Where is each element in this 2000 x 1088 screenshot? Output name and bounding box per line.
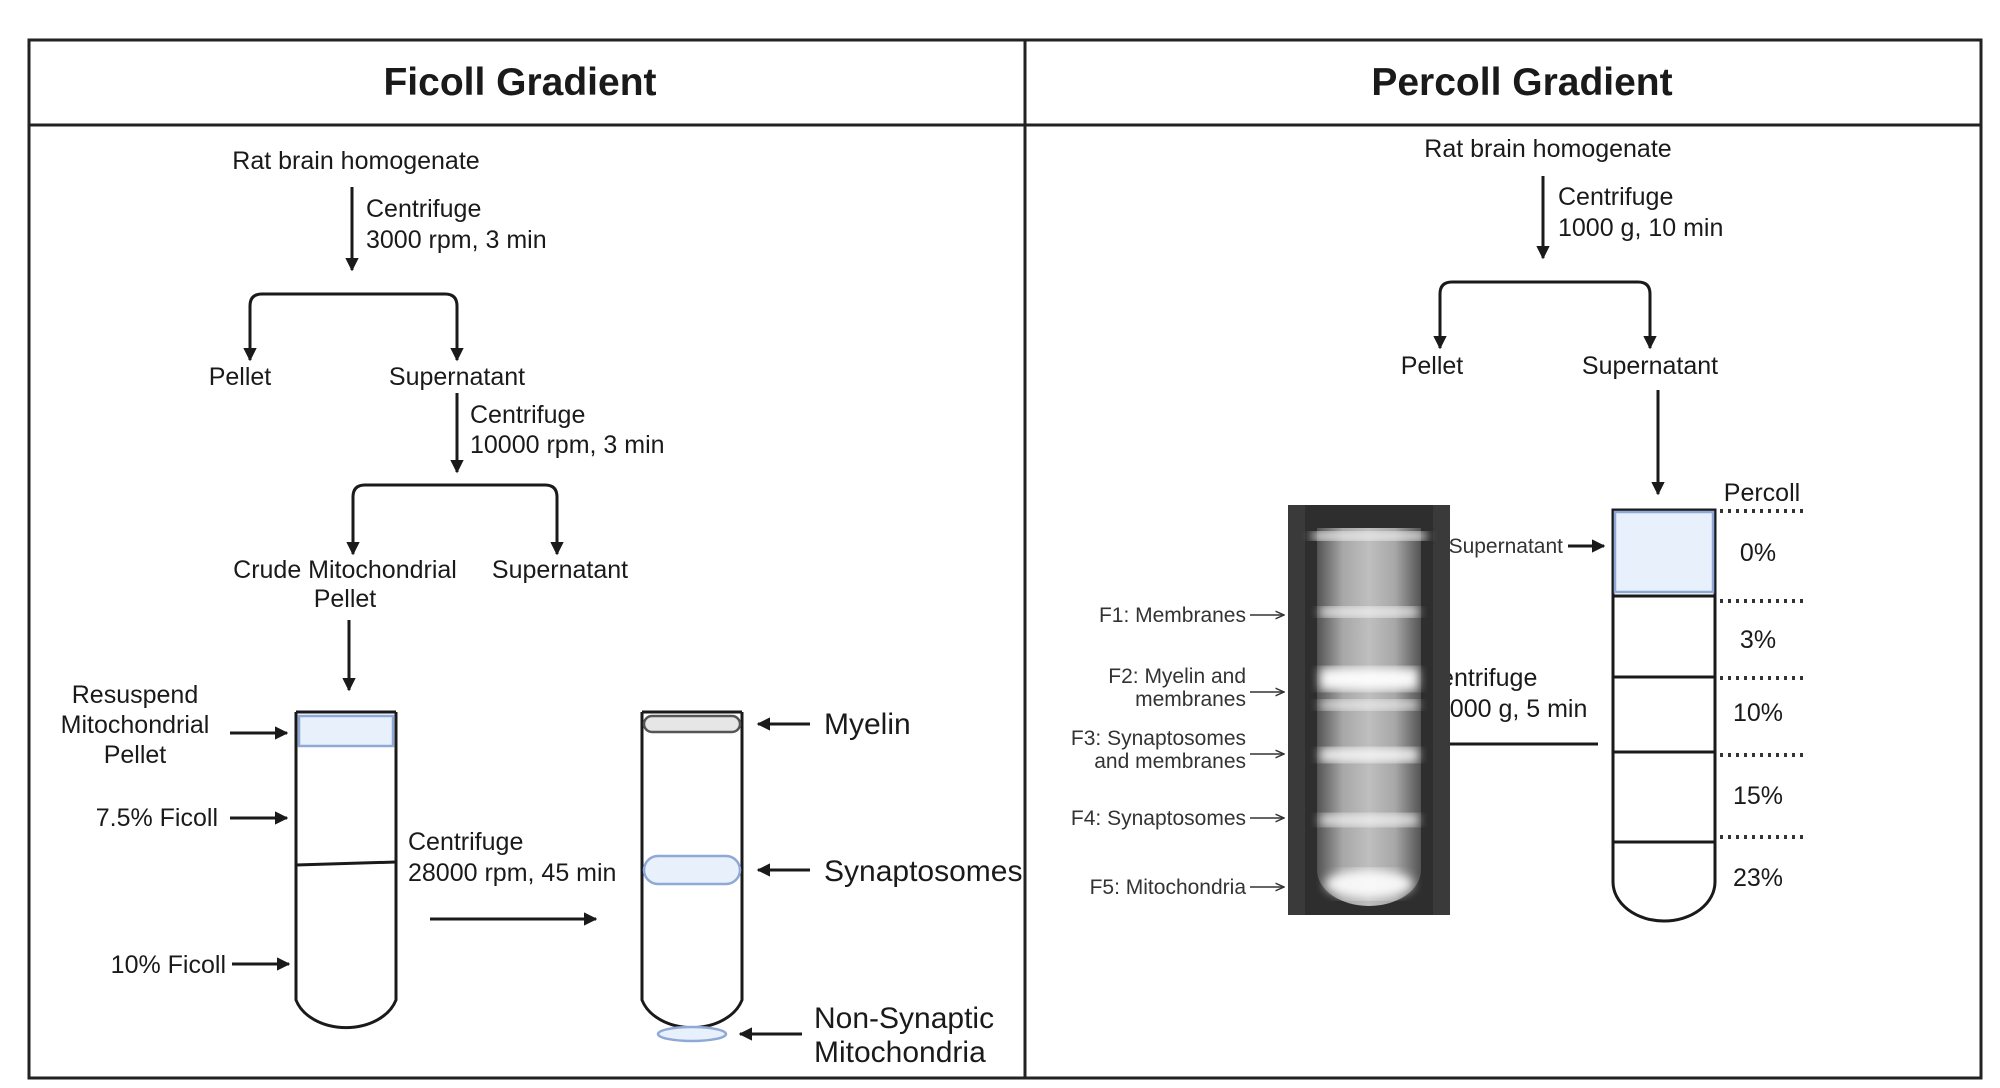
non-synaptic-line2: Mitochondria xyxy=(814,1036,986,1069)
percoll-spin1-line1: Centrifuge xyxy=(1558,183,1673,211)
ficoll-spin2-line1: Centrifuge xyxy=(470,401,585,429)
ficoll-tube-after xyxy=(640,710,744,1043)
fraction-f3-line1: F3: Synaptosomes xyxy=(1071,727,1246,750)
fraction-f4-label: F4: Synaptosomes xyxy=(1071,807,1246,830)
ficoll-spin3-line1: Centrifuge xyxy=(408,828,523,856)
ficoll-75-label: 7.5% Ficoll xyxy=(96,804,218,832)
percoll-layer-3: 3% xyxy=(1740,626,1776,654)
percoll-layer-10: 10% xyxy=(1733,699,1783,727)
ficoll-spin2-line2: 10000 rpm, 3 min xyxy=(470,431,665,459)
resuspended-pellet-layer xyxy=(297,714,395,748)
percoll-supernatant-layer xyxy=(1613,510,1715,594)
ficoll-split2-bracket xyxy=(351,483,559,552)
fraction-f3-line2: and membranes xyxy=(1094,750,1246,773)
fraction-f1-label: F1: Membranes xyxy=(1099,604,1246,627)
myelin-band xyxy=(642,714,742,734)
myelin-label: Myelin xyxy=(824,708,911,741)
percoll-layer-23: 23% xyxy=(1733,864,1783,892)
ficoll-spin1-line1: Centrifuge xyxy=(366,195,481,223)
ficoll-split1-bracket xyxy=(248,292,459,358)
fraction-f2-line1: F2: Myelin and xyxy=(1108,665,1246,688)
ficoll-supernatant2-label: Supernatant xyxy=(492,556,628,584)
percoll-layer-0: 0% xyxy=(1740,539,1776,567)
resuspend-line3: Pellet xyxy=(104,741,167,769)
percoll-start-label: Rat brain homogenate xyxy=(1424,135,1671,163)
synaptosomes-label: Synaptosomes xyxy=(824,855,1022,888)
percoll-panel: Percoll Gradient Rat brain homogenate Ce… xyxy=(1071,61,1804,923)
resuspend-line1: Resuspend xyxy=(72,681,198,709)
ficoll-10-label: 10% Ficoll xyxy=(111,951,226,979)
ficoll-panel: Ficoll Gradient Rat brain homogenate Cen… xyxy=(61,61,1023,1069)
ficoll-spin1-line2: 3000 rpm, 3 min xyxy=(366,226,547,254)
percoll-pellet-label: Pellet xyxy=(1401,352,1464,380)
percoll-spin1-line2: 1000 g, 10 min xyxy=(1558,214,1723,242)
ficoll-pellet-label: Pellet xyxy=(209,363,272,391)
resuspend-line2: Mitochondrial xyxy=(61,711,210,739)
percoll-header-label: Percoll xyxy=(1724,479,1800,507)
ficoll-start-label: Rat brain homogenate xyxy=(232,147,479,175)
ficoll-supernatant1-label: Supernatant xyxy=(389,363,525,391)
ficoll-spin3-line2: 28000 rpm, 45 min xyxy=(408,859,616,887)
fraction-f2-line2: membranes xyxy=(1135,688,1246,711)
fraction-f5-label: F5: Mitochondria xyxy=(1090,876,1247,899)
percoll-title: Percoll Gradient xyxy=(1371,61,1672,104)
percoll-supernatant-label: Supernatant xyxy=(1582,352,1718,380)
mitochondria-pellet xyxy=(656,1025,728,1043)
ficoll-crude-pellet-line2: Pellet xyxy=(314,585,377,613)
ficoll-tube-before xyxy=(294,710,398,1030)
ficoll-title: Ficoll Gradient xyxy=(383,61,656,104)
percoll-tube-photo xyxy=(1288,505,1450,915)
percoll-gradient-tube xyxy=(1611,508,1717,923)
percoll-layer-supernatant-label: Supernatant xyxy=(1449,535,1564,558)
non-synaptic-line1: Non-Synaptic xyxy=(814,1002,994,1035)
ficoll-layer-boundary xyxy=(295,860,397,867)
percoll-layer-15: 15% xyxy=(1733,782,1783,810)
table-frame xyxy=(27,38,1983,1080)
synaptosome-band xyxy=(642,854,742,886)
percoll-split-bracket xyxy=(1438,280,1652,346)
ficoll-crude-pellet-line1: Crude Mitochondrial xyxy=(233,556,457,584)
